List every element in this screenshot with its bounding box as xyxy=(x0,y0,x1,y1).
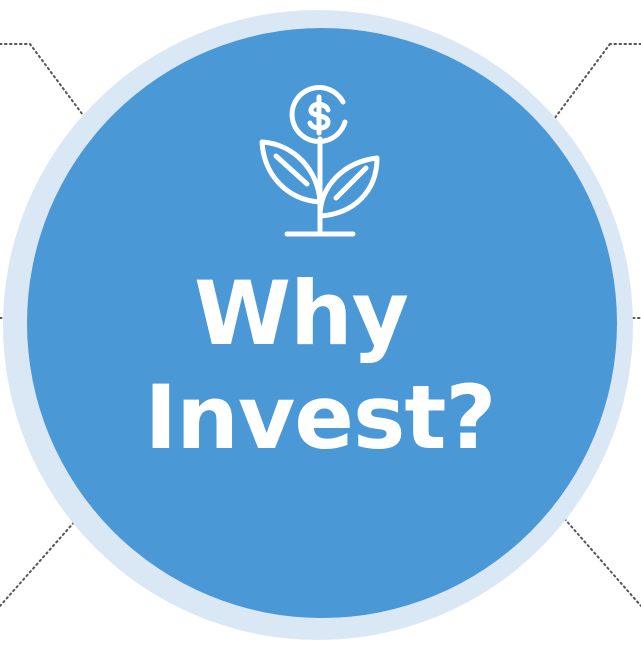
money-plant-icon xyxy=(259,85,380,237)
title-line-invest: Invest? xyxy=(144,366,497,469)
title-line-why: Why xyxy=(193,262,409,365)
diagram-title: Why Invest? xyxy=(100,262,540,470)
